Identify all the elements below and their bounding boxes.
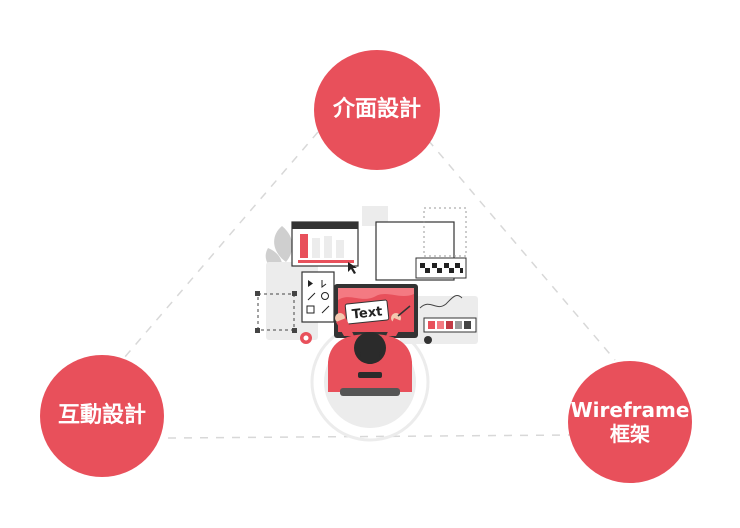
node-interaction-design: 互動設計 <box>40 355 164 477</box>
text-card <box>344 299 390 325</box>
swatch <box>455 321 462 329</box>
cursor-icon <box>348 262 357 274</box>
swatch <box>428 321 435 329</box>
connector-top-right <box>427 139 616 361</box>
select-tool-icon <box>308 280 313 287</box>
brush-tool-icon <box>321 305 330 314</box>
hair <box>360 352 380 364</box>
chair-back <box>358 372 382 378</box>
dotted-frame <box>423 207 467 257</box>
chair <box>340 388 400 396</box>
stylus <box>397 305 411 317</box>
connector-left-right <box>167 434 571 439</box>
selection-box <box>257 293 295 331</box>
left-arm <box>336 318 354 336</box>
chart-bar <box>336 240 344 258</box>
node-wireframe: Wireframe 框架 <box>568 361 692 483</box>
squiggle-line <box>419 295 463 309</box>
swatch <box>437 321 444 329</box>
monitor-text: Text <box>351 304 383 322</box>
node-wireframe-label-line1: Wireframe <box>570 398 690 422</box>
chart-bar <box>300 234 308 258</box>
node-wireframe-label-line2: 框架 <box>610 422 650 446</box>
direct-select-icon <box>321 280 327 288</box>
designer-illustration: Text <box>255 206 478 442</box>
tool-palette <box>301 271 335 323</box>
chart-window-titlebar <box>292 222 358 229</box>
selection-handle <box>292 328 297 333</box>
swatch <box>446 321 453 329</box>
pattern-swatches <box>420 263 463 273</box>
screen-wave <box>338 288 414 300</box>
leaf-icon <box>274 226 293 262</box>
node-interface-design-label: 介面設計 <box>332 96 421 122</box>
connector-top-left <box>117 131 319 366</box>
selection-handle <box>255 328 260 333</box>
chart-bar <box>324 236 332 258</box>
selection-handle <box>292 291 297 296</box>
bg-panel-top <box>362 206 388 226</box>
dark-dot <box>424 336 432 344</box>
selection-handle <box>255 291 260 296</box>
chart-progress <box>298 260 354 263</box>
node-interface-design: 介面設計 <box>314 50 440 170</box>
ellipse-tool-icon <box>321 292 329 300</box>
chart-bar <box>312 238 320 258</box>
node-interaction-design-label: 互動設計 <box>57 402 146 428</box>
swatch <box>464 321 471 329</box>
rect-tool-icon <box>306 305 315 314</box>
pen-tool-icon <box>307 292 316 301</box>
accent-dot-inner <box>303 335 309 341</box>
right-arm <box>386 318 404 336</box>
connector-lines <box>117 131 616 439</box>
